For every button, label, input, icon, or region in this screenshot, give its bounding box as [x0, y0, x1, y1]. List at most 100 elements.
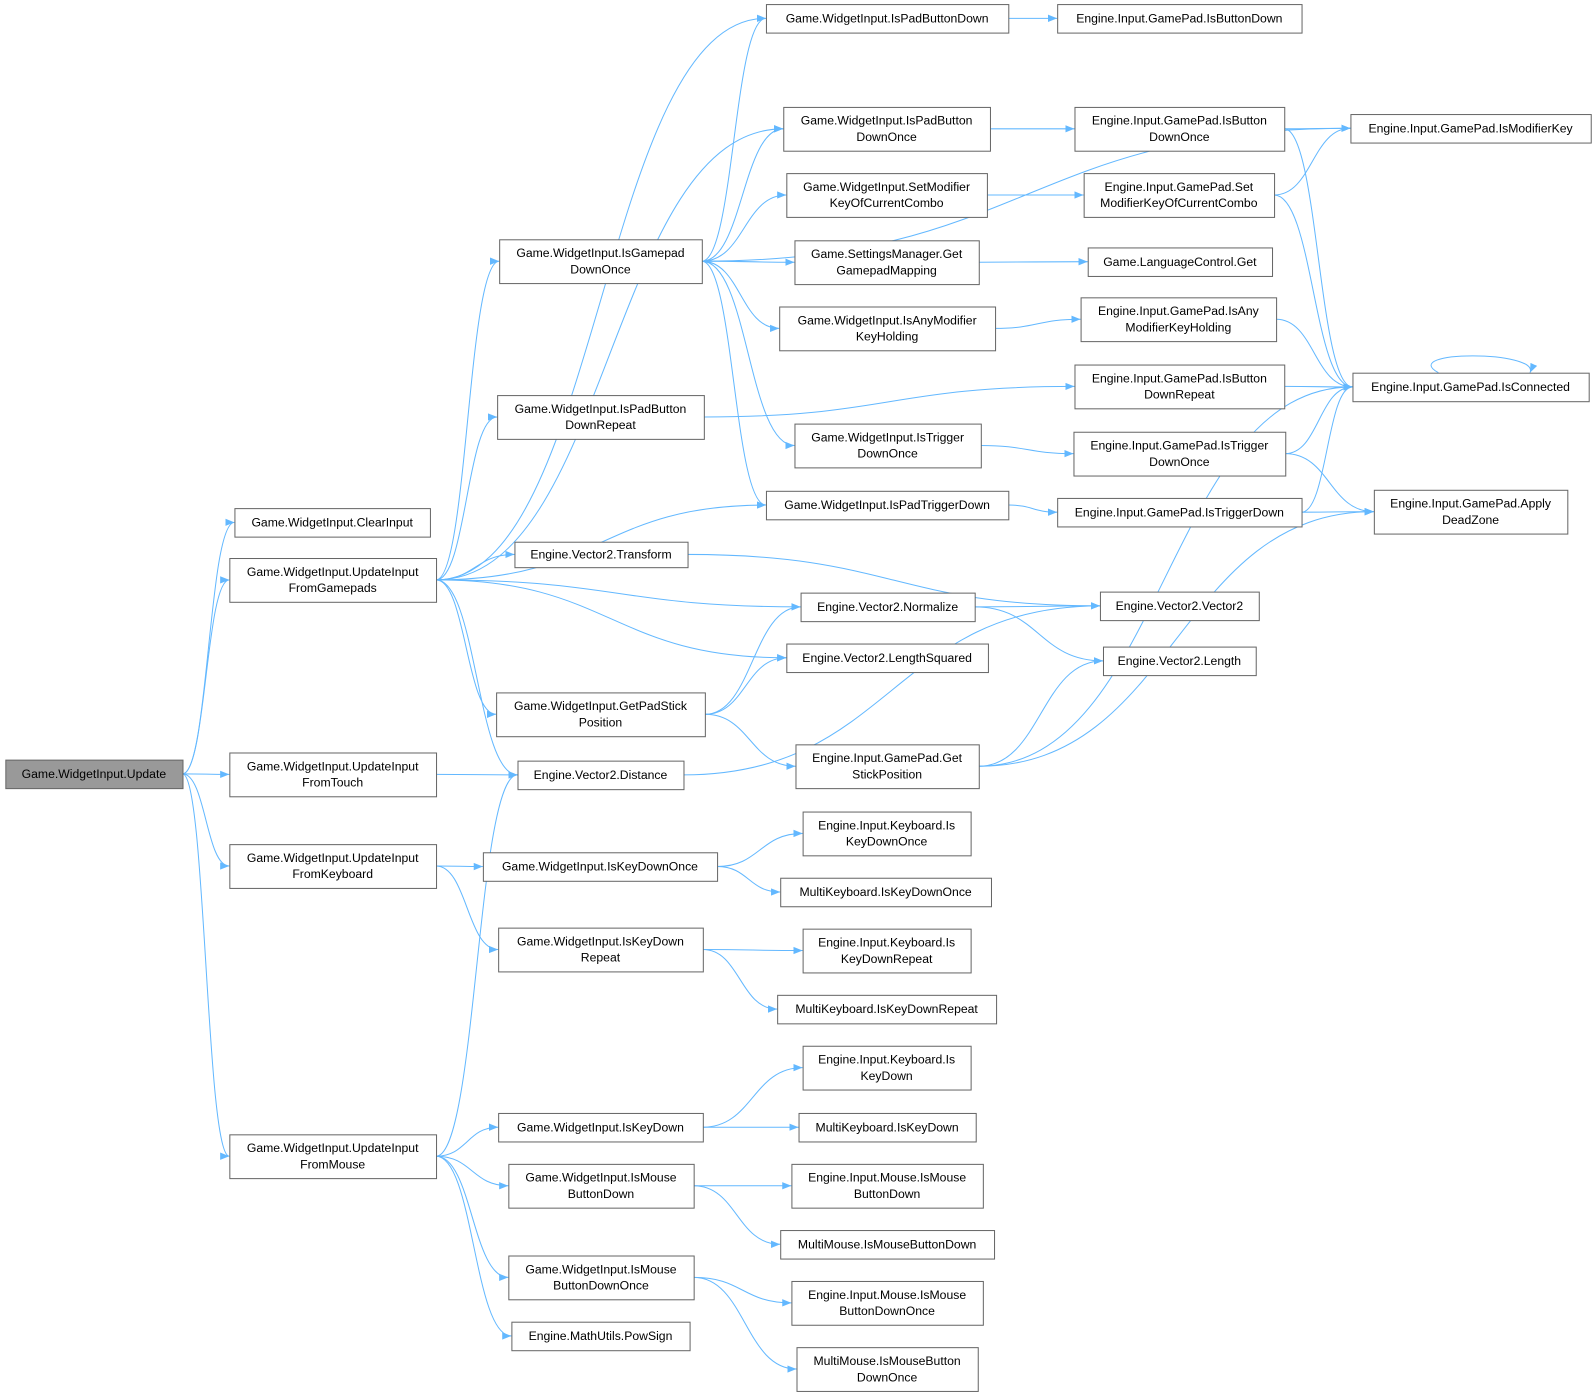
node-label: ModifierKeyHolding: [1125, 320, 1231, 334]
edge-update-to-clearinput: [182, 518, 235, 775]
node-clearinput[interactable]: Game.WidgetInput.ClearInput: [234, 508, 431, 538]
node-label: StickPosition: [852, 767, 922, 781]
node-kb_iskeydown[interactable]: Engine.Input.Keyboard.IsKeyDown: [802, 1045, 972, 1091]
edge-fromgamepads-to-v2lengthsquared: [436, 579, 787, 662]
node-gp_setmodifier[interactable]: Engine.Input.GamePad.SetModifierKeyOfCur…: [1083, 173, 1276, 218]
node-ismousebuttondown[interactable]: Game.WidgetInput.IsMouseButtonDown: [508, 1163, 695, 1209]
node-label: MultiMouse.IsMouseButton: [814, 1354, 961, 1368]
node-setmodifier[interactable]: Game.WidgetInput.SetModifierKeyOfCurrent…: [786, 173, 988, 218]
node-v2lengthsquared[interactable]: Engine.Vector2.LengthSquared: [786, 643, 989, 674]
node-box: [497, 395, 705, 440]
node-box: [777, 994, 998, 1025]
node-label: KeyDown: [860, 1069, 912, 1083]
node-v2transform[interactable]: Engine.Vector2.Transform: [514, 541, 689, 569]
node-mkb_iskeydownonce[interactable]: MultiKeyboard.IsKeyDownOnce: [780, 877, 992, 908]
node-label: FromTouch: [302, 776, 363, 790]
node-box: [795, 744, 980, 790]
node-ispadbuttondown[interactable]: Game.WidgetInput.IsPadButtonDown: [765, 4, 1010, 34]
edge-iskeydownonce-to-mkb_iskeydownonce: [717, 866, 781, 896]
edge-gp_istriggerdownonce-to-gp_isconnected: [1285, 383, 1353, 455]
node-label: ButtonDown: [568, 1187, 634, 1201]
node-label: Game.WidgetInput.UpdateInput: [247, 759, 419, 773]
node-v2normalize[interactable]: Engine.Vector2.Normalize: [800, 592, 976, 623]
node-label: Engine.Input.GamePad.IsModifierKey: [1368, 121, 1573, 135]
edge-update-to-fromgamepads: [182, 576, 230, 775]
node-label: Engine.Input.GamePad.IsButton: [1092, 114, 1267, 128]
node-label: Engine.Input.GamePad.IsButton: [1092, 371, 1267, 385]
node-v2distance[interactable]: Engine.Vector2.Distance: [517, 760, 685, 791]
edge-frommouse-to-ismousebuttondownonce: [436, 1155, 509, 1282]
node-languagecontrol_get[interactable]: Game.LanguageControl.Get: [1087, 247, 1274, 277]
node-ispadtriggerdown[interactable]: Game.WidgetInput.IsPadTriggerDown: [765, 490, 1010, 521]
node-label: Game.WidgetInput.ClearInput: [251, 515, 413, 529]
node-kb_iskeydownrepeat[interactable]: Engine.Input.Keyboard.IsKeyDownRepeat: [802, 928, 972, 974]
edge-iskeydown-to-kb_iskeydown: [702, 1063, 803, 1128]
node-iskeydownrepeat[interactable]: Game.WidgetInput.IsKeyDownRepeat: [498, 927, 704, 973]
node-gp_ismodifierkey[interactable]: Engine.Input.GamePad.IsModifierKey: [1350, 114, 1592, 144]
node-mkb_iskeydown[interactable]: MultiKeyboard.IsKeyDown: [798, 1112, 977, 1143]
node-label: Engine.Input.GamePad.IsButtonDown: [1076, 11, 1282, 25]
node-label: MultiKeyboard.IsKeyDownOnce: [799, 885, 971, 899]
node-m_ismousebuttondown[interactable]: Engine.Input.Mouse.IsMouseButtonDown: [791, 1163, 984, 1209]
node-label: DownOnce: [570, 262, 631, 276]
node-gp_isanymodifier[interactable]: Engine.Input.GamePad.IsAnyModifierKeyHol…: [1080, 297, 1278, 343]
node-label: Engine.Vector2.Normalize: [817, 600, 958, 614]
node-iskeydown[interactable]: Game.WidgetInput.IsKeyDown: [498, 1112, 704, 1143]
node-gp_isconnected[interactable]: Engine.Input.GamePad.IsConnected: [1352, 372, 1590, 403]
node-label: MultiKeyboard.IsKeyDownRepeat: [795, 1002, 978, 1016]
edge-fromgamepads-to-v2transform: [436, 550, 515, 581]
node-box: [791, 1163, 984, 1209]
node-box: [786, 643, 989, 674]
edge-ispadtriggerdown-to-gp_istriggerdown: [1008, 504, 1058, 516]
node-mm_ismousebuttondown[interactable]: MultiMouse.IsMouseButtonDown: [780, 1230, 996, 1260]
edge-frommouse-to-powsign: [435, 1155, 512, 1340]
node-gp_isbuttondown[interactable]: Engine.Input.GamePad.IsButtonDown: [1057, 4, 1303, 34]
edge-istriggerdownonce-to-gp_istriggerdownonce: [980, 444, 1074, 458]
node-powsign[interactable]: Engine.MathUtils.PowSign: [511, 1321, 691, 1352]
node-label: DownOnce: [856, 130, 917, 144]
node-label: ButtonDownOnce: [839, 1304, 935, 1318]
node-update[interactable]: Game.WidgetInput.Update: [5, 759, 184, 790]
node-label: Game.WidgetInput.Update: [22, 767, 167, 781]
node-v2vector2[interactable]: Engine.Vector2.Vector2: [1099, 591, 1260, 622]
edge-getpadstickposition-to-v2lengthsquared: [704, 654, 787, 715]
node-gp_istriggerdown[interactable]: Engine.Input.GamePad.IsTriggerDown: [1057, 497, 1303, 528]
node-label: ModifierKeyOfCurrentCombo: [1100, 196, 1258, 210]
edge-fromgamepads-to-ispadbuttondownonce: [436, 125, 784, 581]
node-box: [786, 173, 988, 218]
node-label: Game.WidgetInput.SetModifier: [803, 180, 970, 194]
edge-fromgamepads-to-ispadbuttondownrepeat: [435, 413, 498, 581]
node-box: [1373, 489, 1569, 535]
node-label: Engine.Vector2.Distance: [534, 768, 668, 782]
edge-isgamepaddownonce-to-isanymodifier: [701, 260, 780, 333]
node-kb_iskeydownonce[interactable]: Engine.Input.Keyboard.IsKeyDownOnce: [802, 811, 972, 857]
node-box: [498, 927, 704, 973]
edge-isgamepaddownonce-to-istriggerdownonce: [701, 260, 795, 450]
node-v2length[interactable]: Engine.Vector2.Length: [1102, 646, 1257, 677]
node-mkb_iskeydownrepeat[interactable]: MultiKeyboard.IsKeyDownRepeat: [777, 994, 998, 1025]
node-box: [802, 928, 972, 974]
edge-ismousebuttondownonce-to-m_ismousebuttondownonce: [693, 1276, 792, 1307]
node-iskeydownonce[interactable]: Game.WidgetInput.IsKeyDownOnce: [482, 852, 719, 882]
